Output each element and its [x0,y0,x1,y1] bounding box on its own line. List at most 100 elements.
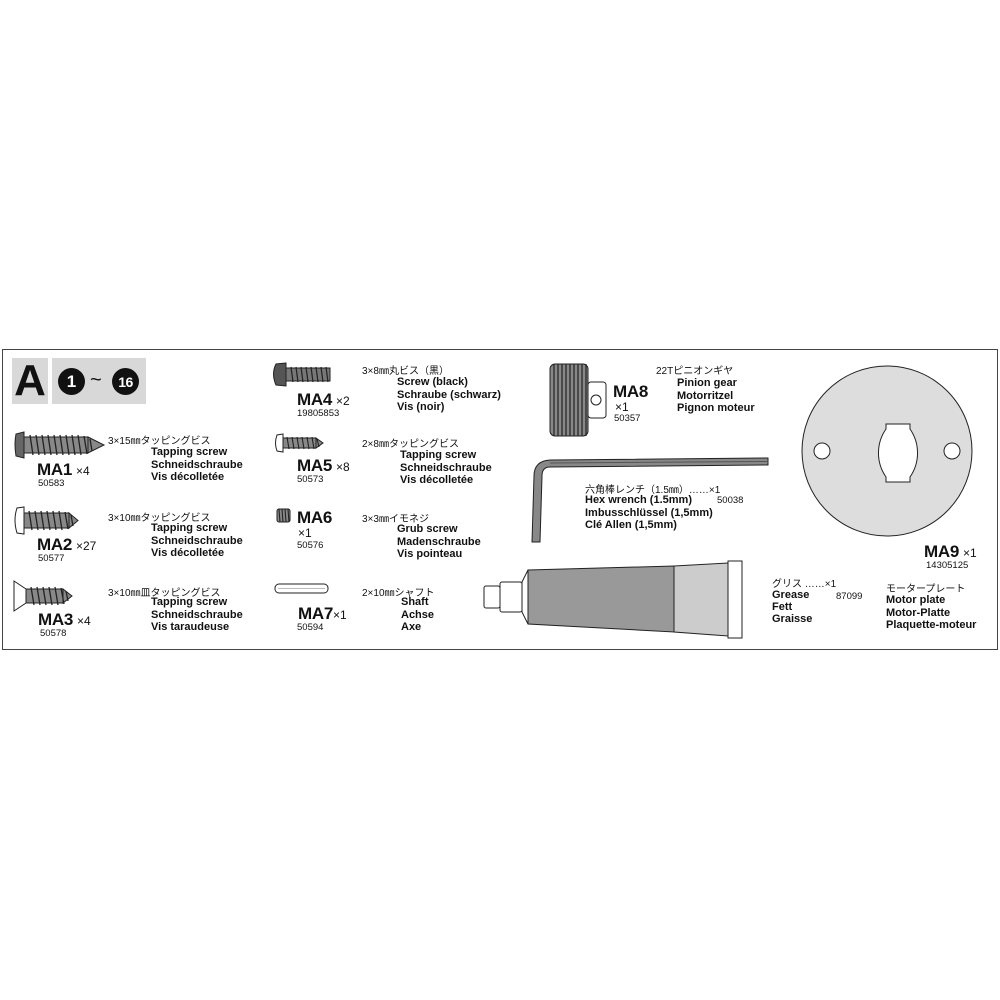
ma8-code: MA8 [613,382,648,401]
ma4-labels: Screw (black) Schraube (schwarz) Vis (no… [397,376,501,414]
ma3-qty: ×4 [77,614,91,628]
grease-de: Fett [772,601,793,613]
ma1-number: 50583 [38,478,65,489]
ma2-en: Tapping screw [151,522,228,534]
ma1-fr: Vis décolletée [151,471,225,483]
ma3-en: Tapping screw [151,596,228,608]
ma8-de: Motorritzel [677,389,734,402]
ma6-labels: Grub screw Madenschraube Vis pointeau [397,523,481,561]
ma7-qty: ×1 [333,608,347,622]
ma5-labels: Tapping screw Schneidschraube Vis décoll… [400,449,492,487]
ma5-qty: ×8 [336,460,350,474]
ma6-de: Madenschraube [397,535,481,548]
grease-en: Grease [772,589,810,601]
step-to-circle: 16 [112,368,139,395]
ma5-number: 50573 [297,474,324,485]
section-letter: A [14,356,46,405]
ma2-jp: 3×10㎜タッピングビス [108,513,211,524]
ma1-en: Tapping screw [151,446,228,458]
ma9-labels: Motor plate Motor-Platte Plaquette-moteu… [886,594,976,632]
ma6-fr: Vis pointeau [397,548,463,560]
ma5-fr: Vis décolletée [400,474,474,486]
grease-jp: グリス ……×1 [772,579,837,590]
ma5-code-text: MA5 [297,456,332,475]
ma9-motor-plate-icon [801,365,973,537]
grease-tube-icon [483,560,743,639]
ma3-code: MA3 ×4 [38,610,91,630]
ma8-qty: ×1 [615,400,629,414]
ma8-number: 50357 [614,413,641,424]
ma2-screw-icon [14,506,79,535]
ma4-fr: Vis (noir) [397,401,445,413]
step-range-sep: ~ [90,369,102,391]
ma3-code-text: MA3 [38,610,73,629]
ma3-de: Schneidschraube [151,608,243,621]
ma1-screw-icon [14,431,106,459]
ma9-number: 14305125 [926,560,969,571]
ma3-fr: Vis taraudeuse [151,621,230,633]
ma9-fr: Plaquette-moteur [886,619,977,631]
ma3-countersunk-screw-icon [13,580,73,612]
ma9-de: Motor-Platte [886,606,951,619]
ma6-en: Grub screw [397,523,458,535]
ma4-en: Screw (black) [397,376,468,388]
hex-en: Hex wrench (1.5mm) [585,494,692,506]
ma8-fr: Pignon moteur [677,402,755,414]
grease-fr: Graisse [772,613,813,625]
hex-jp: 六角棒レンチ（1.5㎜）……×1 [585,485,721,496]
ma1-de: Schneidschraube [151,458,243,471]
ma6-qty: ×1 [298,526,312,540]
ma5-en: Tapping screw [400,449,477,461]
ma4-qty: ×2 [336,394,350,408]
ma1-jp: 3×15㎜タッピングビス [108,436,211,447]
step-to: 16 [118,373,133,390]
ma2-code-text: MA2 [37,535,72,554]
ma7-number: 50594 [297,622,324,633]
ma2-de: Schneidschraube [151,534,243,547]
ma8-pinion-gear-icon [549,363,607,437]
ma5-code: MA5 ×8 [297,456,350,476]
ma3-number: 50578 [40,628,67,639]
ma5-jp: 2×8㎜タッピングビス [362,439,459,450]
ma4-de: Schraube (schwarz) [397,388,501,401]
section-letter-badge: A [12,358,48,404]
ma2-labels: Tapping screw Schneidschraube Vis décoll… [151,522,243,560]
ma1-code: MA1×4 [37,460,90,480]
ma7-fr: Axe [401,621,422,633]
ma7-code: MA7×1 [298,604,347,624]
ma4-code: MA4 ×2 [297,390,350,410]
ma4-black-screw-icon [273,362,331,387]
ma2-code: MA2×27 [37,535,96,555]
ma6-jp: 3×3㎜イモネジ [362,514,429,525]
ma1-code-text: MA1 [37,460,72,479]
ma9-jp: モータープレート [886,584,966,595]
hex-fr: Clé Allen (1,5mm) [585,519,677,531]
step-from: 1 [66,371,77,391]
step-range-badge: 1 ~ 16 [52,358,146,404]
ma7-labels: Shaft Achse Axe [401,596,434,634]
ma9-code-text: MA9 [924,542,959,561]
ma7-en: Shaft [401,596,429,608]
ma5-de: Schneidschraube [400,461,492,474]
ma6-code: MA6 [297,508,332,527]
ma7-jp: 2×10㎜シャフト [362,588,435,599]
ma7-de: Achse [401,608,435,621]
ma2-number: 50577 [38,553,65,564]
ma2-fr: Vis décolletée [151,547,225,559]
ma4-jp: 3×8㎜丸ビス（黒） [362,366,449,377]
ma7-shaft-icon [274,583,329,594]
ma6-grub-screw-icon [276,508,291,523]
ma3-labels: Tapping screw Schneidschraube Vis taraud… [151,596,243,634]
ma3-jp: 3×10㎜皿タッピングビス [108,588,221,599]
ma9-code: MA9×1 [924,542,977,562]
hex-de: Imbusschlüssel (1,5mm) [585,507,713,519]
ma9-en: Motor plate [886,594,946,606]
hex-number: 50038 [717,495,744,506]
ma4-code-text: MA4 [297,390,332,409]
hex-wrench-icon [531,457,769,543]
ma6-number: 50576 [297,540,324,551]
ma4-number: 19805853 [297,408,340,419]
ma5-screw-icon [275,433,324,453]
grease-number: 87099 [836,591,863,602]
ma1-labels: Tapping screw Schneidschraube Vis décoll… [151,446,243,484]
